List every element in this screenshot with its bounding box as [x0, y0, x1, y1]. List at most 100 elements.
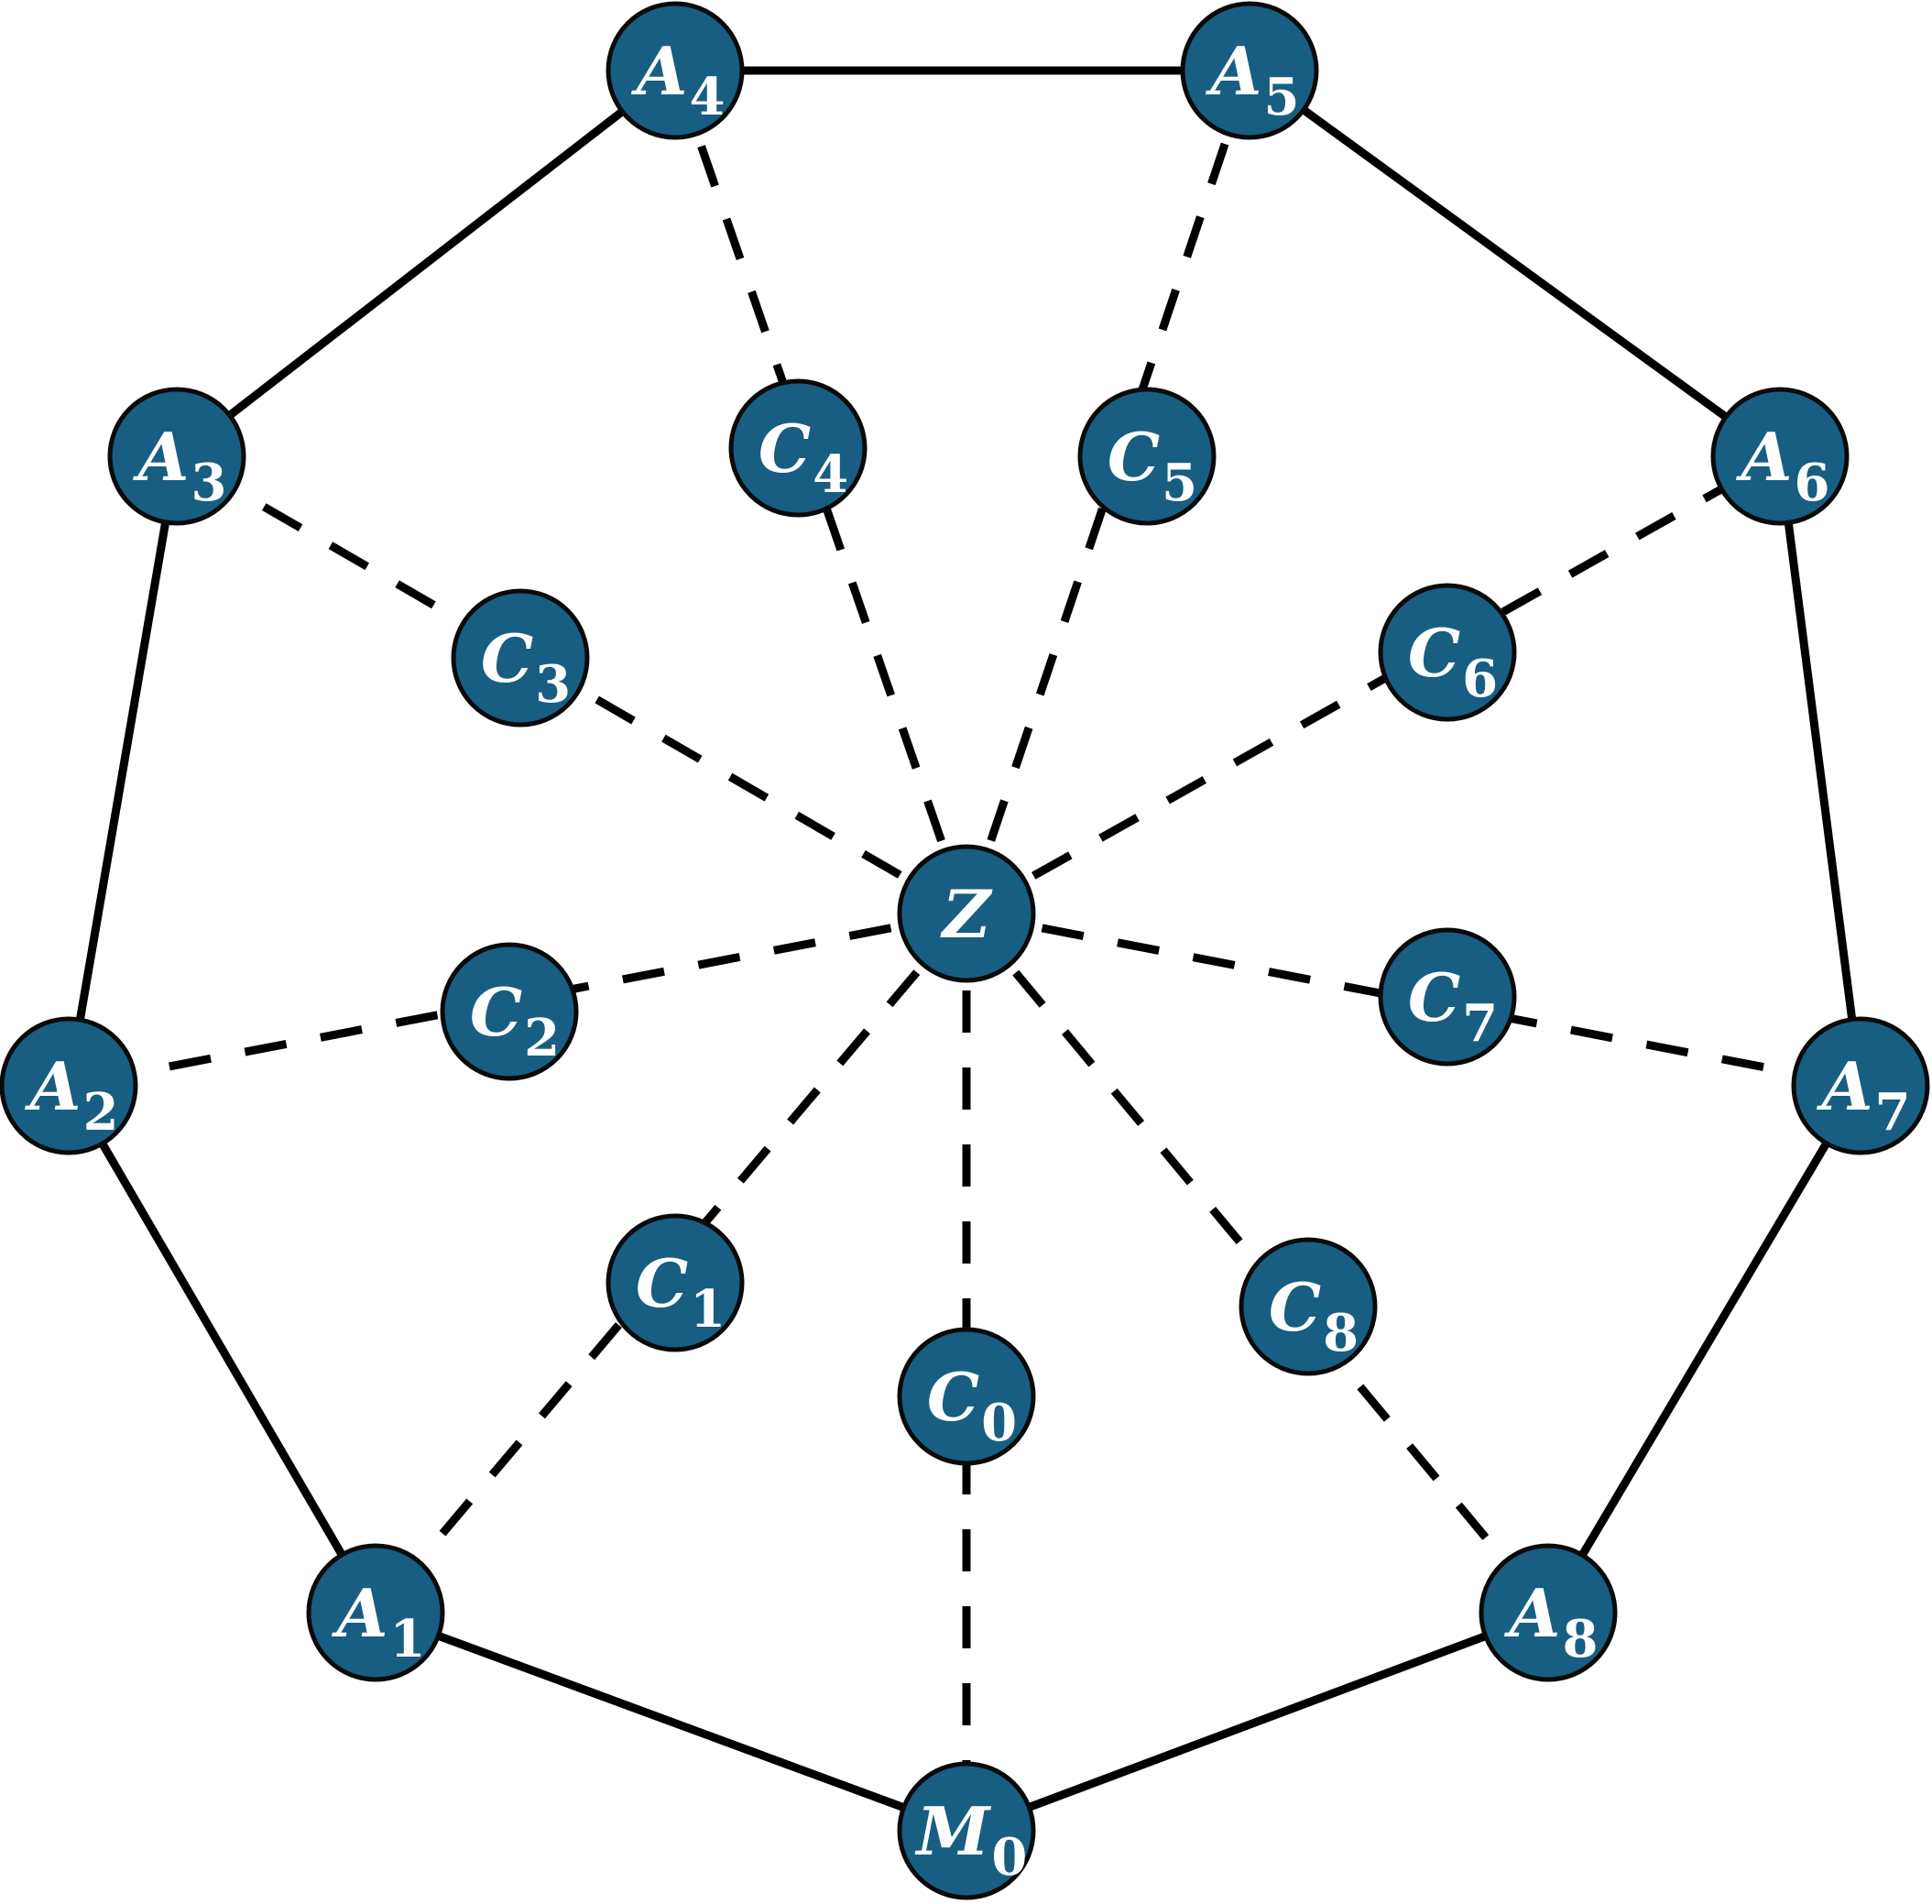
node-label-subscript: 2: [82, 1082, 118, 1143]
node-circle: [1378, 583, 1517, 722]
edge-a6-a7: [1775, 455, 1865, 1087]
node-label-subscript: 7: [1462, 993, 1498, 1054]
node-label-base: A: [332, 1574, 388, 1652]
node-a2: A2: [0, 1016, 138, 1155]
node-circle: [107, 387, 246, 526]
edge-a5-a6: [1247, 67, 1783, 460]
node-label-base: C: [1108, 418, 1160, 496]
node-label: A6: [1736, 418, 1830, 513]
node-circle: [1239, 1237, 1378, 1376]
node-label: C0: [927, 1358, 1017, 1453]
node-label-base: A: [25, 1047, 82, 1125]
node-label-base: C: [927, 1358, 979, 1436]
node-circle: [306, 1543, 445, 1682]
node-a1: A1: [306, 1543, 445, 1682]
node-label-base: A: [1504, 1574, 1561, 1652]
node-label-base: C: [1408, 958, 1460, 1036]
node-circle: [0, 1016, 138, 1155]
node-label-base: C: [470, 973, 522, 1051]
node-label-base: C: [636, 1244, 688, 1322]
node-label-subscript: 0: [991, 1827, 1027, 1888]
node-label-subscript: 5: [1162, 453, 1197, 513]
node-a5: A5: [1180, 1, 1319, 140]
node-label: Z: [940, 875, 993, 953]
node-label: A4: [631, 32, 726, 127]
node-circle: [1180, 1, 1319, 140]
node-circle: [606, 1, 745, 140]
node-label-subscript: 3: [191, 453, 226, 513]
node-label-base: C: [759, 410, 811, 487]
node-label: A3: [133, 418, 227, 513]
node-c1: C1: [606, 1213, 745, 1352]
edge-a2-a3: [64, 455, 181, 1087]
node-circle: [1710, 387, 1850, 526]
edge-a8-m0: [965, 1608, 1550, 1835]
edges-layer: [64, 66, 1865, 1835]
node-label-subscript: 2: [524, 1008, 560, 1068]
node-label: A8: [1504, 1574, 1599, 1669]
node-label: C2: [470, 973, 560, 1068]
node-circle: [897, 1761, 1036, 1900]
node-label-base: M: [914, 1792, 992, 1870]
node-label-subscript: 4: [813, 444, 848, 505]
node-label-base: A: [1206, 32, 1262, 110]
node-c5: C5: [1077, 387, 1217, 526]
node-circle: [1479, 1543, 1618, 1682]
node-label: A2: [25, 1047, 119, 1143]
node-label-base: C: [1408, 614, 1460, 692]
node-circle: [897, 1327, 1036, 1466]
node-label: C8: [1269, 1268, 1359, 1363]
node-label-base: A: [631, 32, 688, 110]
node-circle: [606, 1213, 745, 1352]
node-label: C5: [1108, 418, 1197, 513]
node-c4: C4: [728, 378, 868, 518]
node-a6: A6: [1710, 387, 1850, 526]
node-label-base: A: [133, 418, 190, 496]
node-label-base: C: [1269, 1268, 1321, 1346]
node-label: C1: [636, 1244, 726, 1340]
node-c3: C3: [451, 588, 590, 728]
node-a4: A4: [606, 1, 745, 140]
node-circle: [1077, 387, 1217, 526]
node-c8: C8: [1239, 1237, 1378, 1376]
node-a8: A8: [1479, 1543, 1618, 1682]
node-m0: M0: [897, 1761, 1036, 1900]
edge-m0-a1: [374, 1608, 968, 1835]
node-c2: C2: [440, 942, 579, 1081]
node-c6: C6: [1378, 583, 1517, 722]
node-label-subscript: 1: [389, 1609, 425, 1669]
node-c7: C7: [1378, 927, 1517, 1067]
node-label-subscript: 5: [1263, 67, 1299, 127]
node-label: C6: [1408, 614, 1498, 709]
edge-a7-a8: [1545, 1083, 1864, 1615]
node-label: C7: [1408, 958, 1498, 1054]
edge-a3-a4: [174, 67, 678, 460]
node-label-base: Z: [940, 875, 993, 953]
node-circle: [897, 844, 1036, 983]
node-label-base: C: [481, 619, 533, 697]
node-label-subscript: 8: [1323, 1303, 1359, 1363]
node-label-subscript: 8: [1562, 1609, 1598, 1669]
node-label-subscript: 1: [690, 1279, 726, 1340]
node-circle: [728, 378, 868, 518]
node-label: A7: [1817, 1047, 1911, 1143]
node-a3: A3: [107, 387, 246, 526]
edge-a1-a2: [65, 1083, 379, 1615]
node-label: M0: [914, 1792, 1028, 1888]
node-label: C3: [481, 619, 571, 715]
node-a7: A7: [1791, 1016, 1930, 1155]
node-label: C4: [759, 410, 848, 505]
node-label-subscript: 6: [1794, 453, 1829, 513]
node-circle: [451, 588, 590, 728]
node-z: Z: [897, 844, 1036, 983]
node-label-subscript: 0: [981, 1393, 1017, 1453]
node-circle: [1378, 927, 1517, 1067]
node-label-subscript: 3: [535, 654, 571, 715]
node-label-subscript: 6: [1462, 649, 1498, 709]
node-label: A1: [332, 1574, 426, 1669]
node-circle: [440, 942, 579, 1081]
node-label-base: A: [1817, 1047, 1873, 1125]
node-circle: [1791, 1016, 1930, 1155]
